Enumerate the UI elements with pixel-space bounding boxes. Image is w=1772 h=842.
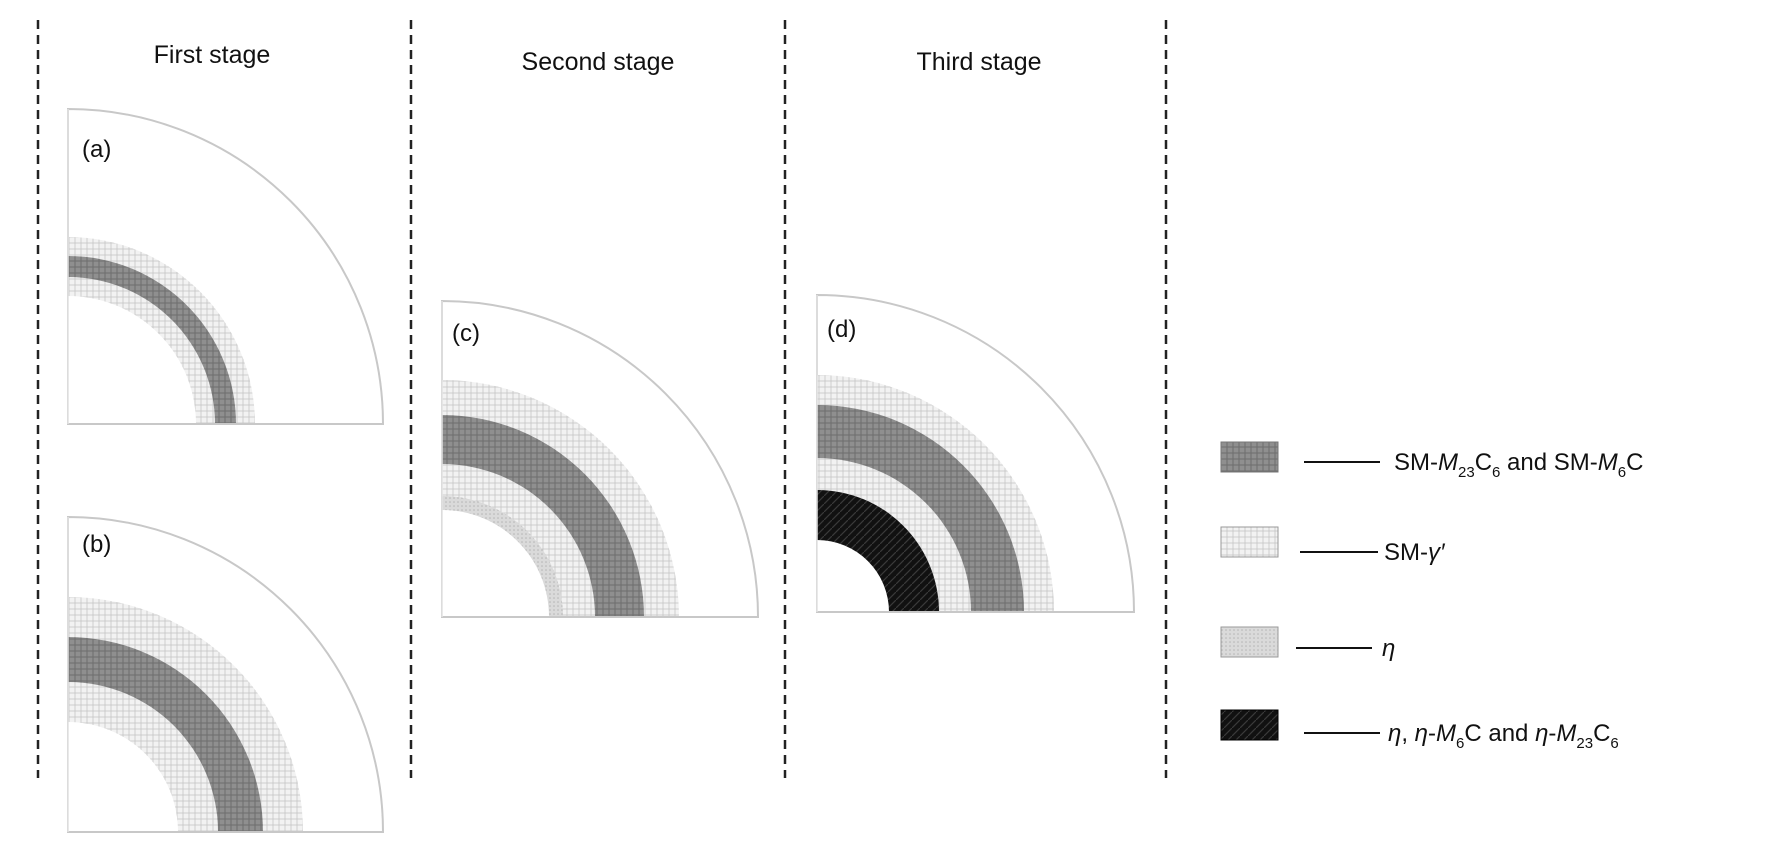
panel-label-b: (b)	[82, 531, 111, 558]
legend: SM-M23C6 and SM-M6C SM-γ′ η η, η-M6C and…	[1220, 441, 1643, 752]
ring-core	[442, 510, 549, 617]
panel-a: (a)	[67, 107, 385, 425]
panel-label-c: (c)	[452, 320, 480, 347]
legend-swatch-sm-gamma	[1220, 526, 1279, 558]
ring-core	[68, 722, 178, 832]
panel-d: (d)	[816, 293, 1136, 613]
stage-title-third: Third stage	[916, 48, 1041, 76]
legend-text-eta: η	[1382, 635, 1395, 662]
legend-text-sm-gamma: SM-γ′	[1384, 539, 1446, 566]
panel-label-d: (d)	[827, 316, 856, 343]
panel-b: (b)	[67, 515, 385, 833]
ring-core	[68, 296, 196, 424]
stage-title-second: Second stage	[522, 48, 675, 76]
stage-title-first: First stage	[154, 41, 271, 69]
panel-c: (c)	[441, 299, 760, 618]
legend-swatch-eta	[1220, 626, 1279, 658]
legend-text-eta-m6c-m23c6: η, η-M6C and η-M23C6	[1388, 720, 1619, 752]
legend-text-sm-m23c6-sm-m6c: SM-M23C6 and SM-M6C	[1394, 449, 1643, 481]
ring-core	[817, 540, 889, 612]
panel-label-a: (a)	[82, 136, 111, 163]
legend-swatch-eta-m6c-m23c6	[1220, 709, 1279, 741]
legend-swatch-sm-m23c6-sm-m6c	[1220, 441, 1279, 473]
